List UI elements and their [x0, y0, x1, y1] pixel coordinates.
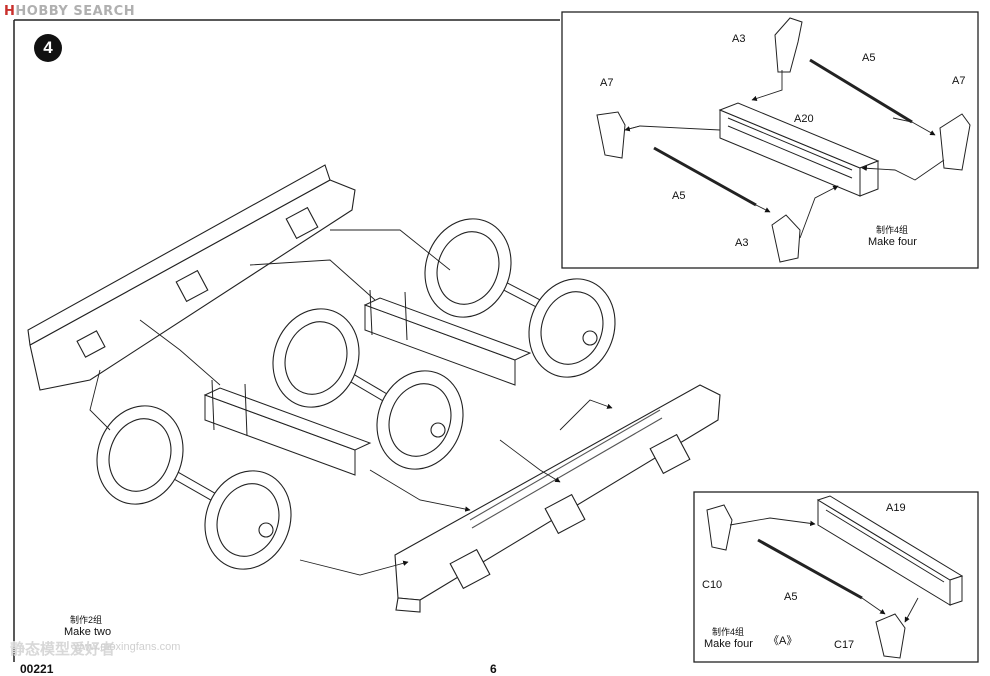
wheelset-2	[272, 308, 464, 470]
crossbeam-lower	[203, 379, 372, 476]
label-c17: C17	[834, 639, 855, 651]
assembly-arrows	[89, 229, 613, 576]
label-a5-top: A5	[862, 52, 876, 64]
inset-top-a20-beam	[718, 102, 880, 197]
label-a7-right: A7	[952, 75, 966, 87]
wheelset-3	[96, 405, 292, 570]
page-number: 6	[490, 662, 497, 676]
side-frame-lower	[394, 384, 721, 613]
inset-top-a7-left	[596, 111, 626, 159]
logo-text: HOBBY SEARCH	[15, 4, 136, 19]
inset-top-a3-upper	[774, 17, 803, 73]
inset-bottom-a19-beam	[816, 495, 964, 606]
wheelset-1	[424, 218, 616, 378]
label-a19: A19	[886, 502, 906, 514]
inset-top-a7-right	[939, 113, 971, 171]
inset-top-note-en: Make four	[868, 236, 917, 248]
inset-bottom-c10-bracket	[706, 504, 733, 551]
label-a5-lower-inset: A5	[784, 591, 798, 603]
logo-mark-icon: H	[4, 4, 16, 19]
label-a20: A20	[794, 113, 814, 125]
label-c10: C10	[702, 579, 723, 591]
inset-bottom-a5-axle	[757, 538, 863, 600]
inset-bottom-note-cn: 制作4组	[712, 627, 745, 637]
label-a7-left: A7	[600, 77, 614, 89]
step-number-badge: 4	[34, 34, 62, 62]
watermark-text: 静态模型爱好者	[10, 640, 116, 658]
label-a3-bottom: A3	[735, 237, 749, 249]
crossbeam-upper	[363, 289, 532, 386]
label-a3-top: A3	[732, 33, 746, 45]
product-code: 00221	[20, 662, 54, 676]
page-frame	[13, 19, 560, 662]
watermark-url: www.moxingfans.com	[74, 641, 181, 653]
inset-top-note-cn: 制作4组	[876, 225, 909, 235]
side-frame-upper	[27, 164, 356, 391]
inset-top-a5-axle-lower	[653, 146, 757, 207]
site-logo: HHOBBY SEARCH	[4, 4, 135, 19]
variant-marker: 《A》	[768, 635, 798, 647]
inset-top-a3-lower	[771, 214, 801, 263]
inset-bottom-c17-bracket	[875, 613, 906, 659]
main-note-cn: 制作2组	[70, 615, 103, 625]
label-a5-bottom: A5	[672, 190, 686, 202]
inset-bottom-note-en: Make four	[704, 638, 753, 650]
inset-top-a5-axle-upper	[809, 58, 913, 124]
main-note-en: Make two	[64, 626, 112, 638]
